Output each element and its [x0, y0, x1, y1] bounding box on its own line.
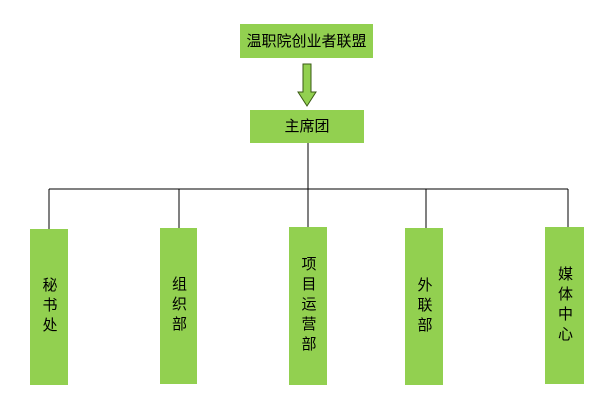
dept-external-box: 外联部: [405, 228, 443, 385]
dept-organization-box: 组织部: [160, 228, 197, 384]
presidium-box: 主席团: [250, 110, 364, 143]
dept-media-box: 媒体中心: [545, 227, 584, 384]
dept-media-label: 媒体中心: [556, 265, 574, 346]
dept-operations-box: 项目运营部: [289, 227, 327, 385]
dept-secretariat-label: 秘书处: [40, 277, 59, 337]
alliance-box: 温职院创业者联盟: [240, 24, 373, 58]
dept-secretariat-box: 秘书处: [30, 229, 68, 385]
presidium-label: 主席团: [284, 117, 330, 135]
dept-external-label: 外联部: [415, 276, 434, 337]
dept-operations-label: 项目运营部: [299, 256, 318, 356]
alliance-label: 温职院创业者联盟: [246, 31, 367, 50]
dept-organization-label: 组织部: [170, 276, 188, 336]
down-arrow: [297, 63, 317, 107]
